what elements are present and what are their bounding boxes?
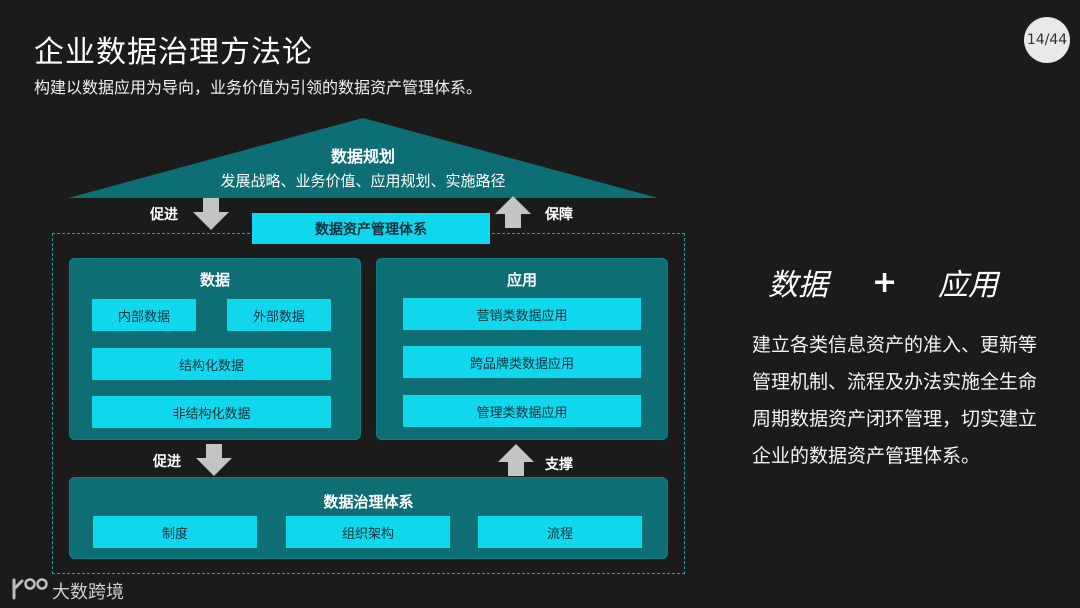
asset-management-box: 数据资产管理体系	[252, 213, 490, 244]
policy-cell: 制度	[93, 516, 257, 548]
external-data-cell: 外部数据	[227, 299, 331, 331]
structured-data-cell: 结构化数据	[92, 348, 331, 380]
page-number-badge: 14/44	[1024, 17, 1070, 63]
governance-panel-title: 数据治理体系	[323, 493, 414, 511]
governance-panel: 数据治理体系 制度 组织架构 流程	[69, 477, 668, 559]
process-cell: 流程	[478, 516, 642, 548]
application-panel: 应用 营销类数据应用 跨品牌类数据应用 管理类数据应用	[376, 258, 668, 440]
marketing-app-cell: 营销类数据应用	[403, 298, 641, 330]
page-subtitle: 构建以数据应用为导向，业务价值为引领的数据资产管理体系。	[34, 78, 483, 97]
cross-brand-app-cell: 跨品牌类数据应用	[403, 346, 641, 378]
brand-logo-icon	[12, 578, 48, 600]
arrow-label-promote-top: 促进	[150, 207, 178, 223]
arrow-label-support: 支撑	[545, 457, 573, 473]
right-data-word: 数据	[768, 268, 828, 303]
roof-subtitle: 发展战略、业务价值、应用规划、实施路径	[220, 172, 506, 190]
application-panel-title: 应用	[506, 271, 537, 289]
roof-shape	[68, 118, 658, 198]
down-arrow-icon	[193, 198, 229, 230]
plus-sign: +	[872, 265, 898, 300]
data-panel: 数据 内部数据 外部数据 结构化数据 非结构化数据	[69, 258, 361, 440]
right-description: 建立各类信息资产的准入、更新等管理机制、流程及办法实施全生命周期数据资产闭环管理…	[752, 334, 1038, 467]
arrow-label-promote-bottom: 促进	[153, 454, 181, 470]
page-title: 企业数据治理方法论	[34, 35, 313, 70]
arrow-label-guarantee: 保障	[545, 207, 573, 223]
up-arrow-icon	[498, 444, 534, 476]
organization-cell: 组织架构	[286, 516, 450, 548]
right-application-word: 应用	[938, 268, 998, 303]
down-arrow-icon	[196, 444, 232, 476]
up-arrow-icon	[495, 196, 531, 228]
unstructured-data-cell: 非结构化数据	[92, 396, 331, 428]
management-app-cell: 管理类数据应用	[403, 395, 641, 427]
roof-title: 数据规划	[330, 147, 395, 166]
internal-data-cell: 内部数据	[92, 299, 196, 331]
brand-logo-text: 大数跨境	[52, 582, 124, 603]
data-panel-title: 数据	[199, 271, 230, 289]
